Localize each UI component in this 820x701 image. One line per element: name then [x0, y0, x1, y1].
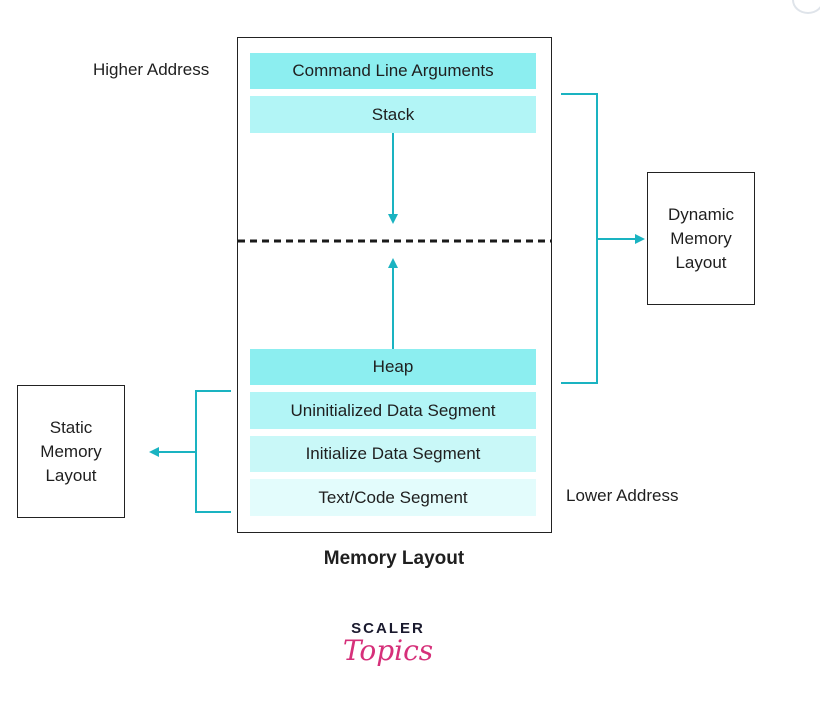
- static-box-line-2: Memory: [40, 441, 102, 461]
- segment-heap: Heap: [250, 349, 536, 385]
- segment-stack: Stack: [250, 96, 536, 133]
- lower-address-label: Lower Address: [566, 486, 679, 505]
- dynamic-bracket: [561, 93, 598, 384]
- static-box-line-1: Static: [49, 417, 93, 437]
- dynamic-box-line-3: Layout: [675, 252, 727, 272]
- segment-uninitialized-data: Uninitialized Data Segment: [250, 392, 536, 429]
- static-box-line-3: Layout: [45, 465, 97, 485]
- diagram-caption: Memory Layout: [323, 548, 465, 569]
- segment-command-line-arguments: Command Line Arguments: [250, 53, 536, 89]
- dynamic-box-line-2: Memory: [670, 228, 732, 248]
- logo-topics-text: Topics: [342, 634, 434, 667]
- dynamic-memory-layout-box: Dynamic Memory Layout: [647, 172, 755, 305]
- segment-initialized-data: Initialize Data Segment: [250, 436, 536, 472]
- logo-scaler-text: SCALER: [351, 620, 425, 637]
- dynamic-box-line-1: Dynamic: [667, 204, 735, 224]
- higher-address-label: Higher Address: [93, 60, 210, 79]
- static-bracket: [195, 390, 231, 513]
- segment-text-code: Text/Code Segment: [250, 479, 536, 516]
- static-memory-layout-box: Static Memory Layout: [17, 385, 125, 518]
